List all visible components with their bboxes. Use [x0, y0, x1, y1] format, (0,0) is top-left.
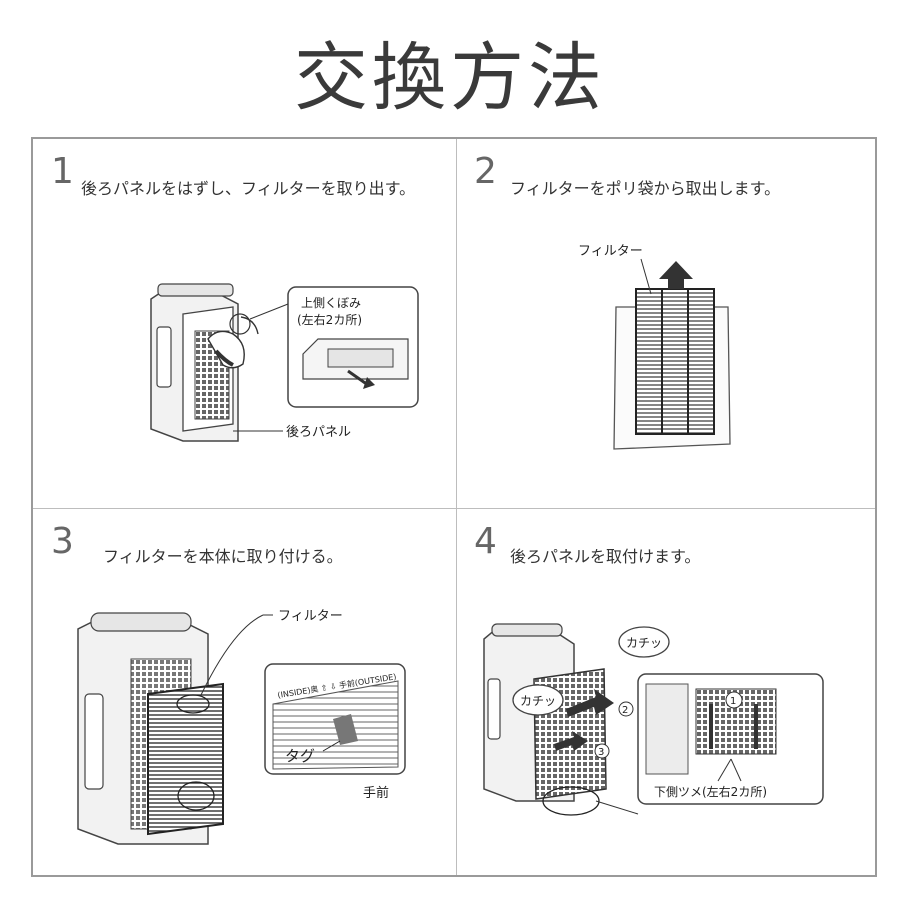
label-bottom-claw: 下側ツメ(左右2カ所) — [654, 784, 767, 799]
callout-pointer-circle — [229, 313, 251, 335]
step-instruction: フィルターを本体に取り付ける。 — [103, 547, 343, 566]
step-number: 3 — [51, 521, 74, 562]
click-bubble-1-text: カチッ — [626, 636, 662, 650]
step-number: 1 — [51, 151, 74, 192]
step-1-panel: 1 後ろパネルをはずし、フィルターを取り出す。 上側くぼみ (左右2カ所) — [33, 139, 454, 507]
label-front: 手前 — [363, 785, 389, 801]
step-1-illustration: 上側くぼみ (左右2カ所) 後ろパネル — [150, 283, 419, 442]
marker-1: 1 — [730, 696, 736, 707]
page-title: 交換方法 — [294, 35, 606, 121]
step-instruction: 後ろパネルをはずし、フィルターを取り出す。 — [81, 179, 416, 198]
marker-2: 2 — [622, 705, 628, 716]
marker-3: 3 — [598, 747, 604, 758]
step-number: 4 — [474, 521, 497, 562]
grid-divider-horizontal — [33, 508, 875, 509]
step-2-panel: 2 フィルターをポリ袋から取出します。 フィルター — [456, 139, 877, 507]
instruction-grid: 1 後ろパネルをはずし、フィルターを取り出す。 上側くぼみ (左右2カ所) — [31, 137, 877, 877]
step-instruction: フィルターをポリ袋から取出します。 — [510, 179, 781, 198]
label-filter: フィルター — [278, 609, 343, 624]
click-bubble-1 — [618, 626, 670, 658]
label-filter: フィルター — [578, 244, 643, 259]
step-instruction: 後ろパネルを取付けます。 — [510, 547, 701, 566]
callout-line-1: 上側くぼみ — [301, 296, 361, 310]
label-back-panel: 後ろパネル — [286, 425, 351, 440]
bottom-highlight-ellipse — [177, 781, 215, 811]
step-2-illustration: フィルター — [578, 244, 731, 450]
tag-highlight-ellipse — [176, 694, 210, 714]
step-number: 2 — [474, 151, 497, 192]
bottom-highlight-ellipse — [542, 786, 600, 816]
click-bubble-2-text: カチッ — [520, 694, 556, 708]
step-4-illustration: 2 3 カチッ カチッ 1 下側ツメ(左右2カ所) — [483, 623, 824, 816]
step-4-panel: 4 後ろパネルを取付けます。 2 3 カチッ カチッ — [456, 509, 877, 877]
step-3-illustration: フィルター (INSIDE)奥 ⇧ ⇩ 手前(OUTSIDE) タグ 手前 — [77, 609, 406, 845]
grid-divider-vertical — [456, 139, 457, 875]
callout-line-2: (左右2カ所) — [297, 312, 362, 327]
step-3-panel: 3 フィルターを本体に取り付ける。 フィルター (INSIDE)奥 ⇧ ⇩ 手前… — [33, 509, 454, 877]
click-bubble-2 — [512, 684, 564, 716]
label-tag: タグ — [285, 747, 315, 765]
